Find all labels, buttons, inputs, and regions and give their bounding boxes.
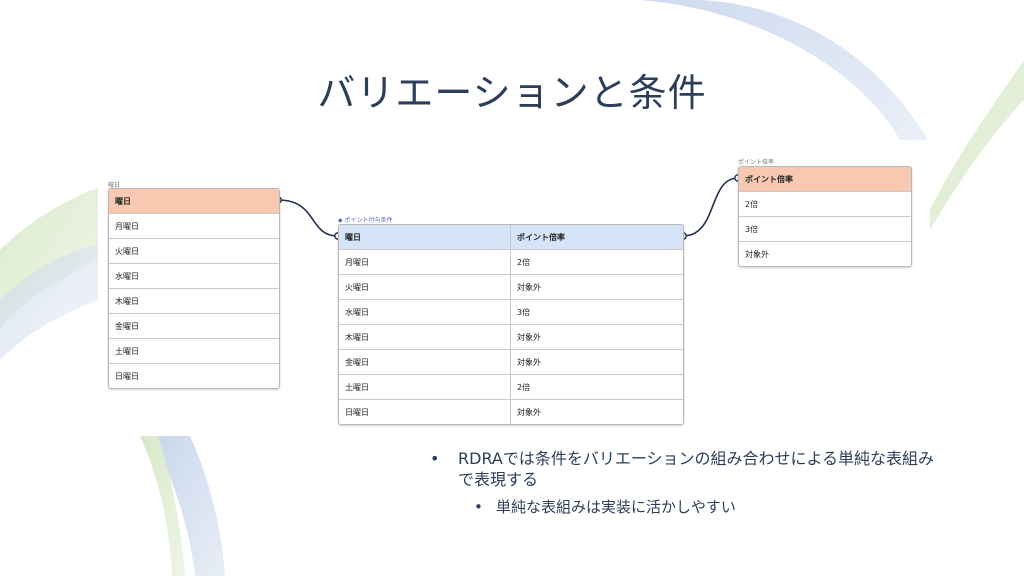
condition-table-row[interactable]: 金曜日対象外 [339,350,683,375]
condition-table-caption: ◆ ポイント付与条件 [338,215,393,224]
rate-table-caption: ポイント倍率 [738,159,775,166]
condition-table-row[interactable]: 木曜日対象外 [339,325,683,350]
condition-table-row[interactable]: 月曜日 2倍 [339,250,683,275]
condition-caption-text: ポイント付与条件 [344,217,393,224]
swoosh-bottom-blue [150,436,225,576]
condition-weekday-cell: 水曜日 [339,300,511,324]
bullet-list: • RDRAでは条件をバリエーションの組み合わせによる単純な表組みで表現する •… [430,448,950,517]
weekday-cell: 土曜日 [115,346,139,356]
weekday-table-header[interactable]: 曜日 [109,189,279,214]
condition-rate-cell: 2倍 [517,382,531,392]
sub-bullet-text: 単純な表組みは実装に活かしやすい [496,498,736,516]
condition-weekday-cell: 土曜日 [339,375,511,399]
weekday-table-row[interactable]: 水曜日 [109,264,279,289]
weekday-table-row[interactable]: 木曜日 [109,289,279,314]
weekday-table-row[interactable]: 日曜日 [109,364,279,388]
weekday-table-row[interactable]: 土曜日 [109,339,279,364]
weekday-cell: 金曜日 [115,321,139,331]
condition-header-rate: ポイント倍率 [517,232,565,242]
weekday-cell: 日曜日 [115,371,139,381]
bullet-item: • RDRAでは条件をバリエーションの組み合わせによる単純な表組みで表現する [430,448,950,490]
rate-table-header[interactable]: ポイント倍率 [739,167,911,192]
swoosh-top-right-blue [640,0,928,140]
sub-bullet-dot: • [474,498,483,516]
connector-condition-to-rate [682,177,739,237]
rate-table-row[interactable]: 対象外 [739,242,911,266]
condition-weekday-cell: 木曜日 [339,325,511,349]
condition-table-header[interactable]: 曜日 ポイント倍率 [339,225,683,250]
weekday-table-row[interactable]: 金曜日 [109,314,279,339]
weekday-header-cell: 曜日 [115,196,131,206]
condition-rate-cell: 3倍 [517,307,531,317]
rate-cell: 2倍 [745,199,759,209]
rate-table-row[interactable]: 2倍 [739,192,911,217]
weekday-cell: 木曜日 [115,296,139,306]
slide-title: バリエーションと条件 [317,71,707,115]
condition-weekday-cell: 金曜日 [339,350,511,374]
condition-table-row[interactable]: 日曜日対象外 [339,400,683,424]
condition-table-row[interactable]: 火曜日対象外 [339,275,683,300]
swoosh-top-right-green [930,60,1024,230]
weekday-cell: 水曜日 [115,271,139,281]
bullet-text: RDRAでは条件をバリエーションの組み合わせによる単純な表組みで表現する [458,449,935,489]
swoosh-bottom-green [140,436,185,576]
condition-header-weekday: 曜日 [339,225,511,249]
condition-table-row[interactable]: 水曜日 3倍 [339,300,683,325]
condition-weekday-cell: 月曜日 [339,250,511,274]
weekday-table-caption: 曜日 [108,182,121,189]
condition-rate-cell: 対象外 [517,282,541,292]
condition-rate-cell: 2倍 [517,257,531,267]
weekday-table-row[interactable]: 月曜日 [109,214,279,239]
rate-table[interactable]: ポイント倍率 2倍 3倍対象外 [738,166,912,267]
connector-weekday-to-condition [277,199,339,237]
condition-rate-cell: 対象外 [517,407,541,417]
rate-cell: 3倍 [745,224,759,234]
weekday-cell: 火曜日 [115,246,139,256]
swoosh-left-blue [0,245,98,360]
condition-weekday-cell: 火曜日 [339,275,511,299]
weekday-table-row[interactable]: 火曜日 [109,239,279,264]
condition-table-row[interactable]: 土曜日 2倍 [339,375,683,400]
diagram-canvas: 曜日 曜日 月曜日火曜日水曜日木曜日金曜日土曜日日曜日 ◆ ポイント付与条件 曜… [98,140,928,430]
rate-cell: 対象外 [745,249,769,259]
rate-table-row[interactable]: 3倍 [739,217,911,242]
weekday-cell: 月曜日 [115,221,139,231]
diamond-icon: ◆ [338,217,345,224]
condition-rate-cell: 対象外 [517,332,541,342]
condition-weekday-cell: 日曜日 [339,400,511,424]
sub-bullet-item: • 単純な表組みは実装に活かしやすい [474,497,950,517]
condition-rate-cell: 対象外 [517,357,541,367]
weekday-table[interactable]: 曜日 月曜日火曜日水曜日木曜日金曜日土曜日日曜日 [108,188,280,389]
bullet-dot: • [430,449,440,468]
rate-header-cell: ポイント倍率 [745,174,793,184]
